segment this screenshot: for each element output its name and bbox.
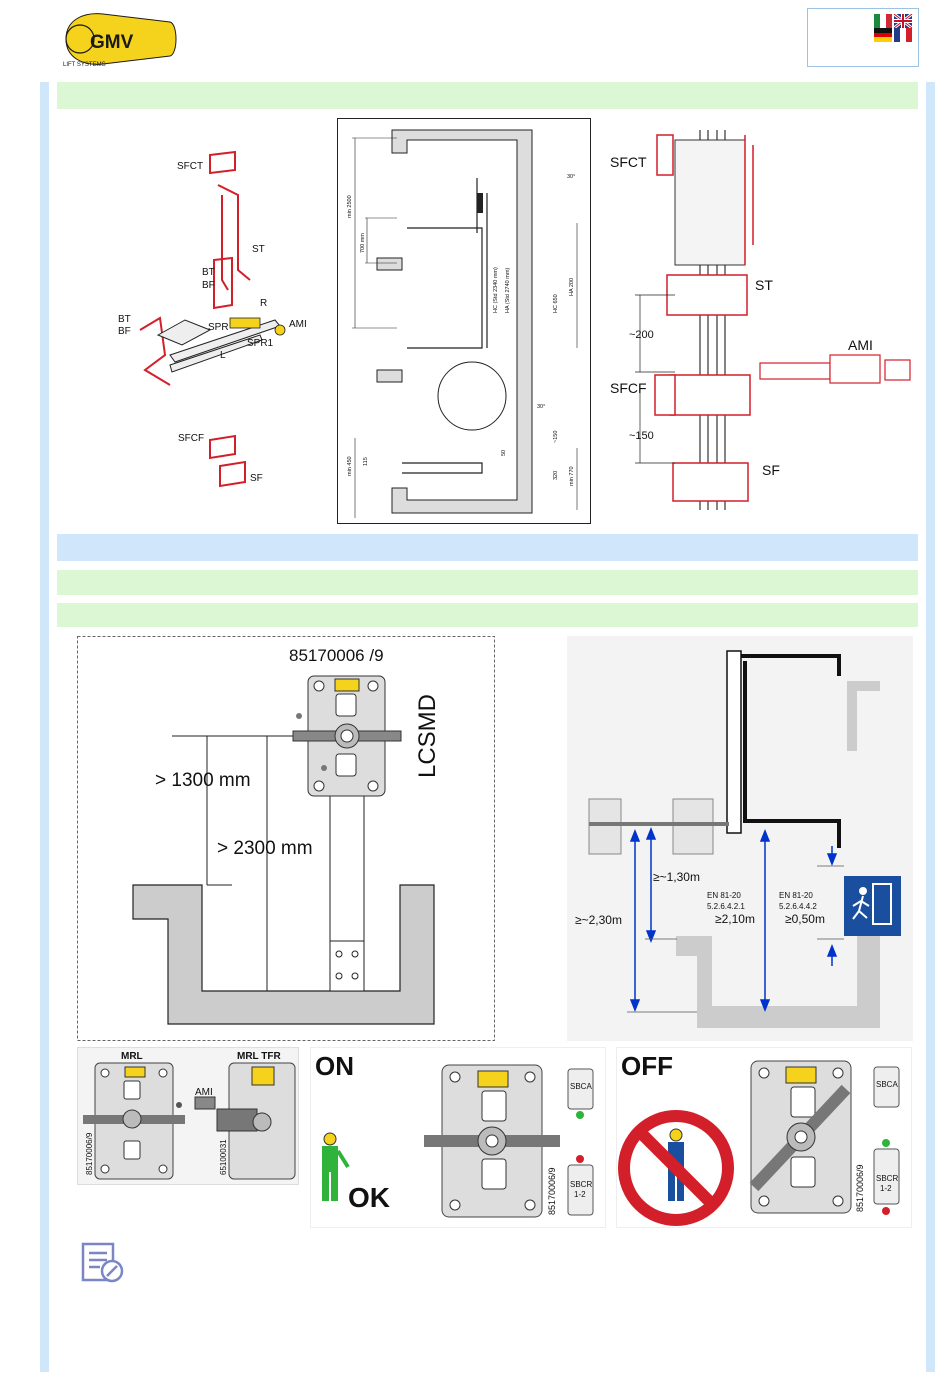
logo-text: GMV — [90, 32, 134, 53]
dim-ha-std: HA (Std 2740 mm) — [505, 268, 511, 313]
iso-label-spr1: SPR1 — [247, 338, 274, 349]
norm-label-2: EN 81-20 — [779, 891, 813, 900]
brand-logo: GMV LIFT SYSTEMS — [63, 13, 177, 68]
italy-flag-icon[interactable] — [874, 14, 892, 28]
part-number-on: 85170006/9 — [547, 1167, 557, 1215]
dim-320: 320 — [553, 471, 559, 480]
dim-230-label: ≥~2,30m — [575, 913, 622, 927]
detail-label-200: ~200 — [629, 329, 654, 341]
notes-edit-icon[interactable] — [80, 1241, 126, 1285]
section-header-band-2 — [57, 570, 918, 595]
rail-detail-drawing: SFCT ST ~200 AMI SFCF ~150 SF — [610, 130, 911, 510]
worker-ok-icon — [322, 1132, 350, 1201]
detail-label-sf: SF — [762, 462, 780, 478]
detail-label-sfct: SFCT — [610, 154, 647, 170]
sbcr-sub-off: 1-2 — [880, 1184, 892, 1193]
section-divider-band — [57, 534, 918, 561]
on-state-panel: ON OK SBCA SBCR 1-2 85170006/9 — [310, 1047, 606, 1228]
sbcr-sub-on: 1-2 — [574, 1190, 586, 1199]
dim-150: ~150 — [553, 431, 559, 443]
shaft-section-drawing: min 2500 700 mm HC (Std 2340 mm) HA (Std… — [337, 118, 591, 524]
iso-label-spr: SPR — [208, 322, 229, 333]
mrl-comparison-panel: MRL MRL TFR AMI 85170006/9 65100031 — [77, 1047, 299, 1185]
mrl-label: MRL — [121, 1051, 143, 1062]
iso-label-ami: AMI — [289, 319, 307, 330]
section-header-band-3 — [57, 603, 918, 627]
off-state-panel: OFF SBCA SBCR 1-2 85170006/9 — [616, 1047, 912, 1228]
dim-210-label: ≥2,10m — [715, 912, 755, 926]
dim-50: 50 — [501, 450, 507, 456]
clause-label-1: 5.2.6.4.2.1 — [707, 902, 745, 911]
ok-label: OK — [348, 1182, 390, 1213]
france-flag-icon[interactable] — [894, 28, 912, 42]
dim-130-label: ≥~1,30m — [653, 870, 700, 884]
part-number-tfr: 65100031 — [219, 1139, 228, 1175]
logo-ring-text: LIFT SYSTEMS — [63, 62, 106, 68]
iso-label-bf1: BF — [202, 280, 215, 291]
emergency-exit-icon — [852, 883, 892, 925]
iso-label-l: L — [220, 350, 226, 361]
section-header-band-1 — [57, 82, 918, 109]
detail-label-150: ~150 — [629, 430, 654, 442]
dim-min2500: min 2500 — [347, 195, 353, 218]
clause-label-2: 5.2.6.4.4.2 — [779, 902, 817, 911]
sbcr-label-off: SBCR — [876, 1174, 898, 1183]
uk-flag-icon[interactable] — [893, 14, 913, 30]
iso-label-bt1: BT — [202, 267, 215, 278]
detail-label-sfcf: SFCF — [610, 380, 647, 396]
dim-min770: min 770 — [569, 466, 575, 486]
off-title: OFF — [621, 1051, 673, 1081]
dim-hc-std: HC (Std 2340 mm) — [493, 267, 499, 313]
dim-700: 700 mm — [360, 233, 366, 253]
iso-label-r: R — [260, 298, 267, 309]
norm-label-1: EN 81-20 — [707, 891, 741, 900]
dim-1300-label: > 1300 mm — [155, 770, 251, 791]
dim-angle30: 30° — [567, 174, 575, 180]
dim-2300-label: > 2300 mm — [217, 838, 313, 859]
ami-label: AMI — [195, 1087, 213, 1098]
right-sidebar-bar — [926, 82, 935, 1372]
isometric-component-diagram: SFCT ST BT BF R BT BF SPR AMI SPR1 L SFC… — [118, 150, 307, 488]
iso-label-sfct: SFCT — [177, 161, 203, 172]
mrl-tfr-label: MRL TFR — [237, 1051, 281, 1062]
iso-label-bt2: BT — [118, 314, 131, 325]
no-entry-worker-icon — [618, 1110, 734, 1226]
dim-hc650: HC 650 — [553, 294, 559, 313]
iso-label-sfcf: SFCF — [178, 433, 204, 444]
lcsmd-pit-diagram: 85170006 /9 LCSMD > 1300 mm > 2300 mm — [77, 636, 495, 1041]
part-number-off: 85170006/9 — [855, 1164, 865, 1212]
sbca-label-on: SBCA — [570, 1082, 592, 1091]
part-number-mrl: 85170006/9 — [85, 1132, 94, 1175]
dim-050-label: ≥0,50m — [785, 912, 825, 926]
dim-ha200: HA 200 — [569, 278, 575, 296]
dim-min450: min 450 — [347, 456, 353, 476]
iso-label-st: ST — [252, 244, 265, 255]
on-title: ON — [315, 1051, 354, 1081]
sbca-label-off: SBCA — [876, 1080, 898, 1089]
detail-label-st: ST — [755, 277, 773, 293]
part-number-label: 85170006 /9 — [289, 646, 384, 665]
iso-label-bf2: BF — [118, 326, 131, 337]
dim-115: 115 — [363, 457, 369, 466]
pit-refuge-diagram: ≥~1,30m ≥~2,30m EN 81-20 5.2.6.4.2.1 ≥2,… — [567, 636, 913, 1041]
dim-angle30b: 30° — [537, 404, 545, 410]
iso-label-sf: SF — [250, 473, 263, 484]
device-code-label: LCSMD — [414, 694, 441, 778]
left-sidebar-bar — [40, 82, 49, 1372]
germany-flag-icon[interactable] — [874, 28, 892, 42]
language-box — [807, 8, 919, 67]
detail-label-ami: AMI — [848, 337, 873, 353]
sbcr-label-on: SBCR — [570, 1180, 592, 1189]
